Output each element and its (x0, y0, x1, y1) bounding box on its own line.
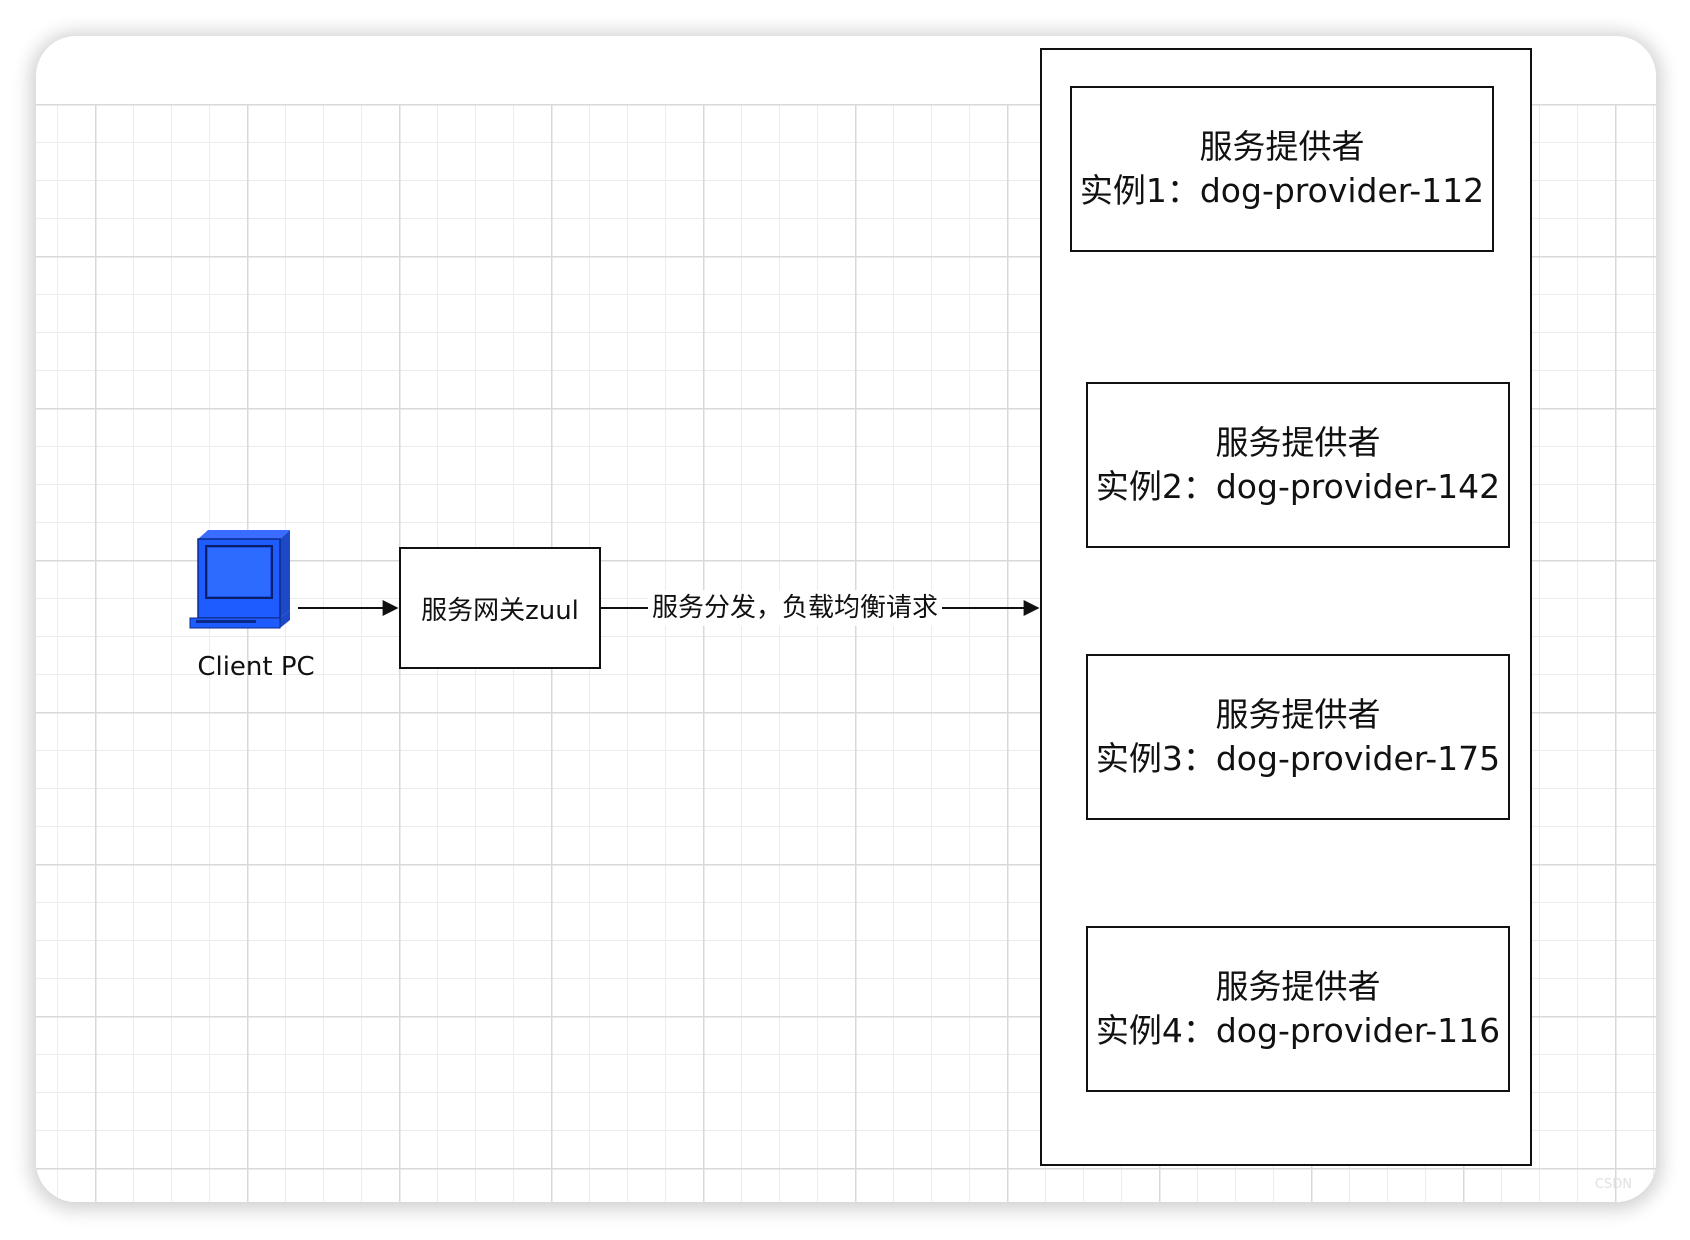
provider-title: 服务提供者 (1215, 967, 1381, 1006)
provider-node-3[interactable]: 服务提供者 实例3：dog-provider-175 (1086, 654, 1510, 820)
diagram-canvas: Client PC 服务网关zuul 服务分发，负载均衡请求 服务提供者 实例1… (36, 36, 1656, 1202)
provider-title: 服务提供者 (1215, 423, 1381, 462)
provider-instance: 实例4：dog-provider-116 (1095, 1011, 1501, 1050)
client-label: Client PC (197, 652, 315, 682)
edge-label: 服务分发，负载均衡请求 (648, 590, 943, 626)
provider-title: 服务提供者 (1199, 127, 1365, 166)
watermark: CSDN (1594, 1177, 1632, 1192)
gateway-label: 服务网关zuul (421, 595, 579, 626)
provider-instance: 实例3：dog-provider-175 (1095, 739, 1501, 778)
provider-title: 服务提供者 (1215, 695, 1381, 734)
provider-instance: 实例1：dog-provider-112 (1079, 171, 1485, 210)
provider-instance: 实例2：dog-provider-142 (1095, 467, 1501, 506)
gateway-node[interactable]: 服务网关zuul (399, 547, 601, 669)
provider-node-2[interactable]: 服务提供者 实例2：dog-provider-142 (1086, 382, 1510, 548)
provider-node-4[interactable]: 服务提供者 实例4：dog-provider-116 (1086, 926, 1510, 1092)
desktop-computer-icon[interactable] (36, 36, 1656, 1202)
provider-node-1[interactable]: 服务提供者 实例1：dog-provider-112 (1070, 86, 1494, 252)
